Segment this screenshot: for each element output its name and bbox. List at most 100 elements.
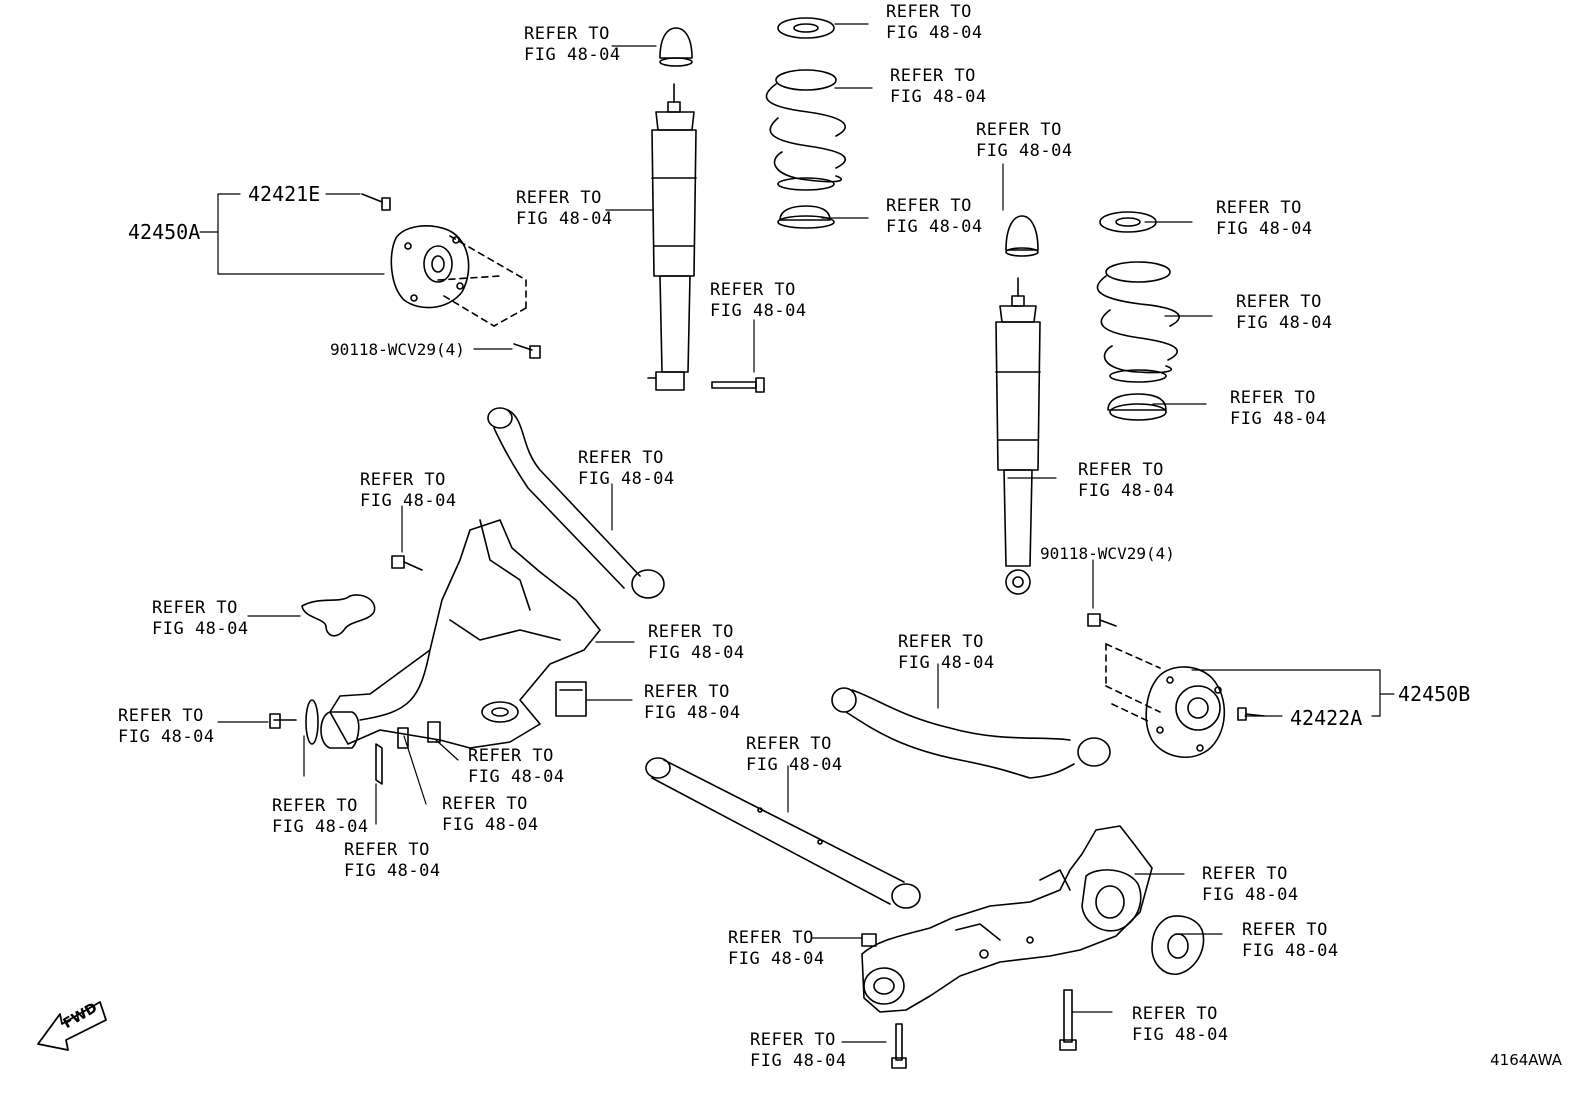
part-number-42421E[interactable]: 42421E xyxy=(248,182,321,206)
member-bracket xyxy=(302,595,375,636)
bump-stop-left xyxy=(660,28,692,66)
bump-stop-right xyxy=(1006,216,1038,256)
spring-right xyxy=(1097,212,1179,420)
refer-line1: REFER TO xyxy=(360,470,446,490)
refer-line1: REFER TO xyxy=(524,24,610,44)
refer-line2: FIG 48-04 xyxy=(710,301,807,321)
refer-line2: FIG 48-04 xyxy=(1236,313,1333,333)
refer-line2: FIG 48-04 xyxy=(152,619,249,639)
shock-bolt-left xyxy=(712,378,764,392)
refer-line2: FIG 48-04 xyxy=(272,817,369,837)
part-number-42450A[interactable]: 42450A xyxy=(128,220,201,244)
refer-line1: REFER TO xyxy=(1078,460,1164,480)
member-bolt-top xyxy=(392,556,422,570)
refer-line1: REFER TO xyxy=(1216,198,1302,218)
part-number-42450B[interactable]: 42450B xyxy=(1398,682,1471,706)
refer-line2: FIG 48-04 xyxy=(644,703,741,723)
part-number-90118-right[interactable]: 90118-WCV29(4) xyxy=(1040,544,1175,563)
refer-line1: REFER TO xyxy=(890,66,976,86)
hub-bolt-90118-right xyxy=(1088,614,1116,626)
member-bushing-rings xyxy=(270,700,440,784)
refer-line2: FIG 48-04 xyxy=(1242,941,1339,961)
refer-line2: FIG 48-04 xyxy=(524,45,621,65)
trailing-arm-bolt-bottom xyxy=(892,1024,906,1068)
refer-line1: REFER TO xyxy=(1202,864,1288,884)
refer-line1: REFER TO xyxy=(750,1030,836,1050)
suspension-member-left xyxy=(321,520,600,748)
refer-line2: FIG 48-04 xyxy=(1078,481,1175,501)
refer-line1: REFER TO xyxy=(272,796,358,816)
refer-line1: REFER TO xyxy=(886,196,972,216)
refer-line2: FIG 48-04 xyxy=(746,755,843,775)
refer-line2: FIG 48-04 xyxy=(1132,1025,1229,1045)
refer-line2: FIG 48-04 xyxy=(1202,885,1299,905)
refer-line2: FIG 48-04 xyxy=(360,491,457,511)
hub-bearing-left xyxy=(391,226,526,326)
hub-bolt-42421E xyxy=(362,194,390,210)
refer-line2: FIG 48-04 xyxy=(1230,409,1327,429)
refer-line2: FIG 48-04 xyxy=(750,1051,847,1071)
refer-line2: FIG 48-04 xyxy=(976,141,1073,161)
refer-line1: REFER TO xyxy=(648,622,734,642)
hub-bearing-right xyxy=(1106,644,1224,757)
refer-line1: REFER TO xyxy=(644,682,730,702)
control-arm-lower-right xyxy=(832,688,1110,778)
part-number-42422A[interactable]: 42422A xyxy=(1290,706,1363,730)
part-number-90118-left[interactable]: 90118-WCV29(4) xyxy=(330,340,465,359)
shock-absorber-right xyxy=(996,278,1040,594)
refer-line2: FIG 48-04 xyxy=(578,469,675,489)
trailing-arm-nut xyxy=(862,934,876,946)
refer-line1: REFER TO xyxy=(710,280,796,300)
refer-line2: FIG 48-04 xyxy=(728,949,825,969)
refer-line2: FIG 48-04 xyxy=(648,643,745,663)
refer-line1: REFER TO xyxy=(578,448,664,468)
refer-line2: FIG 48-04 xyxy=(886,217,983,237)
refer-line1: REFER TO xyxy=(1230,388,1316,408)
refer-line1: REFER TO xyxy=(1236,292,1322,312)
refer-line2: FIG 48-04 xyxy=(118,727,215,747)
refer-line1: REFER TO xyxy=(1132,1004,1218,1024)
hub-bolt-42422A xyxy=(1238,708,1264,720)
refer-line1: REFER TO xyxy=(898,632,984,652)
refer-line2: FIG 48-04 xyxy=(344,861,441,881)
refer-line1: REFER TO xyxy=(886,2,972,22)
refer-line1: REFER TO xyxy=(152,598,238,618)
trailing-arm-bolt-vertical xyxy=(1060,990,1076,1050)
backing-plate-gasket xyxy=(1152,916,1204,974)
refer-line2: FIG 48-04 xyxy=(886,23,983,43)
refer-line1: REFER TO xyxy=(728,928,814,948)
refer-line1: REFER TO xyxy=(118,706,204,726)
lateral-link xyxy=(646,758,920,908)
refer-line1: REFER TO xyxy=(976,120,1062,140)
